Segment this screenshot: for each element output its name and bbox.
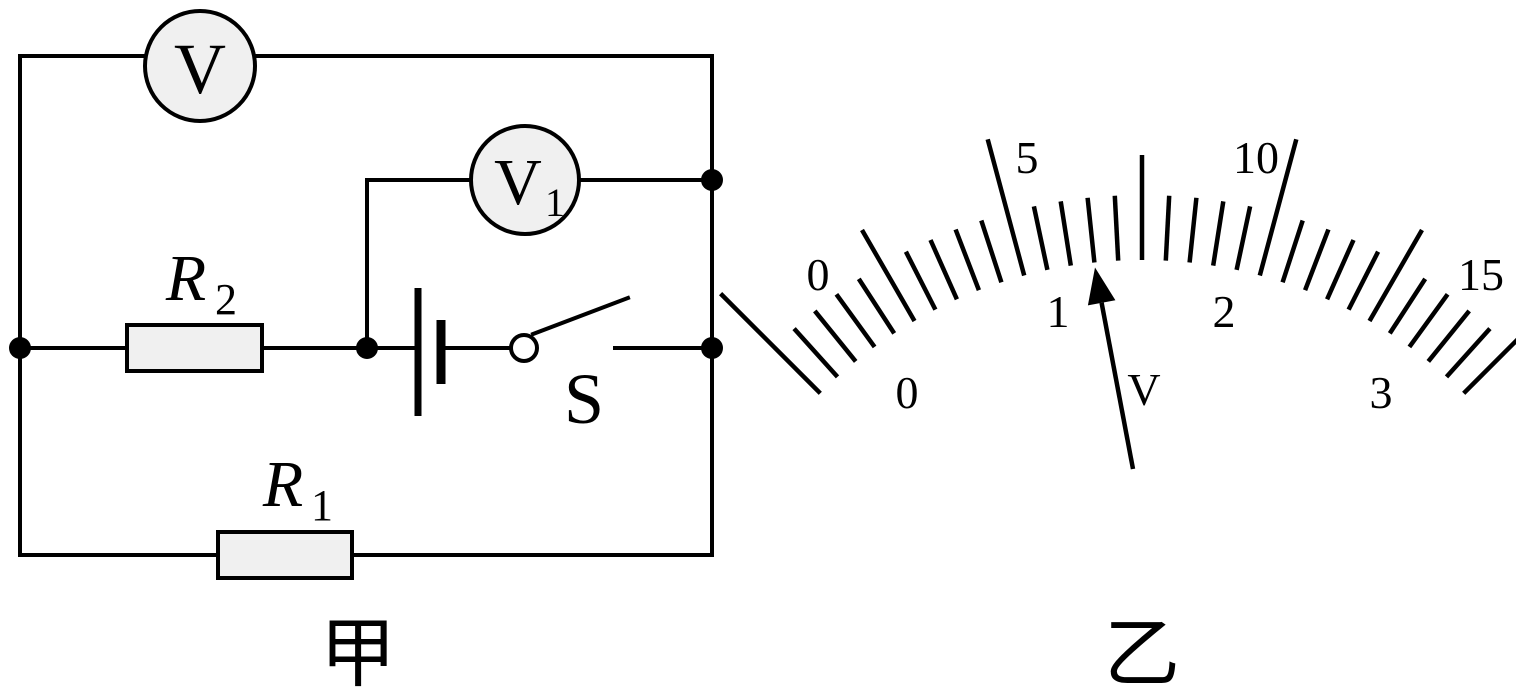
minor-tick (834, 292, 877, 349)
minor-tick (813, 309, 858, 363)
minor-tick (1187, 197, 1199, 263)
minor-tick (1387, 277, 1428, 335)
voltmeter-v1-symbol: V (494, 146, 542, 219)
wire-v1-branch (365, 178, 714, 350)
minor-tick (1085, 197, 1097, 263)
outer-label-0: 0 (807, 249, 830, 300)
switch-pivot (509, 333, 539, 363)
resistor-r2: R 2 (125, 242, 264, 373)
minor-tick (1346, 250, 1381, 311)
inner-label-2: 2 (1213, 286, 1236, 337)
outer-label-10: 10 (1233, 132, 1279, 183)
voltmeter-v: V (143, 9, 257, 123)
minor-tick (856, 277, 897, 335)
circuit-diagram: V V 1 R 2 R 1 S (9, 9, 723, 695)
minor-tick (1112, 195, 1121, 261)
inner-label-0: 0 (896, 367, 919, 418)
resistor-r2-body (125, 323, 264, 373)
minor-tick (1426, 309, 1471, 363)
meter-unit-label: V (1127, 364, 1160, 415)
minor-tick (1031, 205, 1050, 271)
major-tick (1462, 337, 1516, 395)
voltmeter-v1: V 1 (469, 124, 581, 236)
minor-tick (1302, 228, 1331, 292)
voltmeter-v-circle (143, 9, 257, 123)
resistor-r1-symbol: R (262, 448, 303, 521)
minor-tick (1325, 239, 1356, 301)
meter-needle (1087, 267, 1136, 470)
major-tick (1257, 138, 1299, 277)
battery-symbol (414, 288, 446, 416)
resistor-r1-subscript: 1 (311, 481, 333, 530)
voltmeter-v1-subscript: 1 (545, 180, 565, 225)
junction-right-middle (701, 337, 723, 359)
minor-tick (1280, 219, 1305, 283)
junction-middle (356, 337, 378, 359)
junction-left (9, 337, 31, 359)
inner-label-3: 3 (1370, 367, 1393, 418)
voltmeter-dial: 0 5 10 15 0 1 2 3 V 乙 (719, 132, 1516, 695)
minor-tick (1163, 195, 1172, 261)
resistor-r2-subscript: 2 (215, 275, 237, 324)
inner-label-1: 1 (1047, 286, 1070, 337)
meter-caption: 乙 (1104, 613, 1180, 695)
resistor-r1: R 1 (216, 448, 354, 580)
dial-scale-ticks (719, 138, 1516, 395)
minor-tick (792, 327, 840, 379)
minor-tick (1444, 327, 1492, 379)
mid-tick (1367, 228, 1424, 323)
minor-tick (1058, 201, 1074, 266)
resistor-r2-symbol: R (165, 242, 206, 315)
minor-tick (1407, 292, 1450, 349)
circuit-caption: 甲 (320, 613, 396, 695)
needle-arrowhead (1087, 267, 1116, 306)
voltmeter-v1-circle (469, 124, 581, 236)
minor-tick (903, 250, 938, 311)
major-tick (985, 138, 1027, 277)
resistor-r1-body (216, 530, 354, 580)
minor-tick (979, 219, 1004, 283)
major-tick (719, 292, 822, 395)
minor-tick (953, 228, 982, 292)
outer-label-5: 5 (1016, 132, 1039, 183)
junction-right-top (701, 169, 723, 191)
minor-tick (1210, 201, 1226, 266)
voltmeter-v-symbol: V (174, 29, 226, 109)
switch-label: S (564, 359, 604, 439)
outer-label-15: 15 (1458, 249, 1504, 300)
minor-tick (928, 239, 959, 301)
switch-blade (530, 295, 631, 337)
needle-shaft (1099, 302, 1136, 470)
mid-tick (860, 228, 917, 323)
switch-s: S (509, 295, 631, 439)
minor-tick (1234, 205, 1253, 271)
